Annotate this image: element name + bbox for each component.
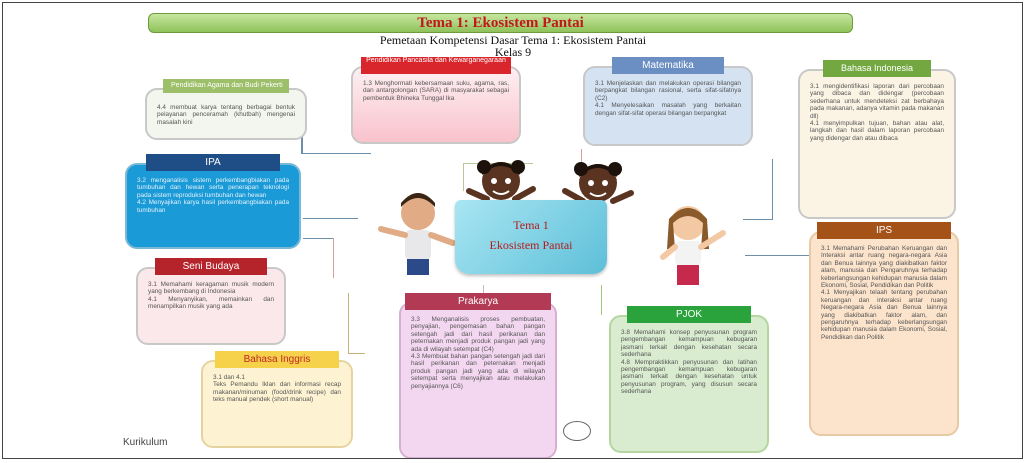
- box-ipa-text: 3.2 menganalisis sistem perkembangbiakan…: [137, 177, 289, 214]
- box-pai-text: 4.4 membuat karya tentang berbagai bentu…: [157, 104, 295, 126]
- box-pai: Pendidikan Agama dan Budi Pekerti 4.4 me…: [145, 79, 307, 140]
- connector-line: [301, 153, 371, 154]
- theme-card: Tema 1 Ekosistem Pantai: [455, 200, 607, 274]
- box-seni-budaya-title: Seni Budaya: [155, 258, 267, 275]
- footer-text: Kurikulum: [123, 437, 168, 448]
- children-illustration-svg: [378, 160, 726, 285]
- box-seni-budaya: Seni Budaya 3.1 Memahami keragaman musik…: [136, 258, 286, 345]
- box-matematika-title: Matematika: [612, 57, 724, 74]
- connector-line: [745, 255, 811, 256]
- connector-line: [348, 353, 365, 354]
- box-matematika: Matematika 3.1 Menjelaskan dan melakukan…: [583, 57, 753, 146]
- box-bahasa-indonesia-text: 3.1 mengidentifikasi laporan dari percob…: [810, 83, 944, 142]
- connector-line: [303, 238, 333, 239]
- box-bahasa-inggris-text: 3.1 dan 4.1 Teks Pemandu Iklan dan infor…: [213, 374, 341, 404]
- box-seni-budaya-text: 3.1 Memahami keragaman musik modern yang…: [148, 281, 274, 311]
- subtitle-line: Pemetaan Kompetensi Dasar Tema 1: Ekosis…: [379, 33, 647, 47]
- decorative-ellipse: [563, 421, 591, 441]
- box-ppkn-text: 1.3 Menghormati kebersamaan suku, agama,…: [363, 80, 509, 102]
- box-bahasa-indonesia-title: Bahasa Indonesia: [823, 60, 931, 77]
- box-prakarya-text: 3.3 Menganalisis proses pembuatan, penya…: [411, 316, 545, 390]
- connector-line: [743, 219, 773, 220]
- connector-line: [463, 163, 464, 191]
- box-ppkn: Pendidikan Pancasila dan Kewarganegaraan…: [351, 57, 521, 144]
- connector-line: [483, 285, 484, 300]
- box-ppkn-title: Pendidikan Pancasila dan Kewarganegaraan: [361, 57, 511, 74]
- page-title: Tema 1: Ekosistem Pantai: [417, 15, 584, 31]
- box-bahasa-inggris-title: Bahasa Inggris: [215, 351, 339, 368]
- box-pjok: PJOK 3.8 Memahami konsep penyusunan prog…: [609, 306, 769, 453]
- connector-line: [772, 159, 773, 219]
- box-ipa-title: IPA: [146, 154, 280, 171]
- box-bahasa-indonesia: Bahasa Indonesia 3.1 mengidentifikasi la…: [798, 60, 956, 219]
- box-bahasa-inggris: Bahasa Inggris 3.1 dan 4.1 Teks Pemandu …: [201, 351, 353, 448]
- box-pjok-title: PJOK: [627, 306, 751, 323]
- box-ips: IPS 3.1 Memahami Perubahan Keruangan dan…: [809, 222, 959, 436]
- box-ips-text: 3.1 Memahami Perubahan Keruangan dan Int…: [821, 245, 947, 341]
- title-banner: Tema 1: Ekosistem Pantai: [148, 13, 853, 33]
- subtitle-class: Kelas 9: [494, 45, 532, 59]
- connector-line: [333, 238, 334, 278]
- connector-line: [601, 285, 602, 315]
- box-prakarya: Prakarya 3.3 Menganalisis proses pembuat…: [399, 293, 557, 458]
- connector-line: [348, 293, 349, 353]
- box-matematika-text: 3.1 Menjelaskan dan melakukan operasi bi…: [595, 80, 741, 117]
- connector-line: [303, 218, 358, 219]
- box-ipa: IPA 3.2 menganalisis sistem perkembangbi…: [125, 154, 301, 249]
- page-subtitle: Pemetaan Kompetensi Dasar Tema 1: Ekosis…: [203, 34, 823, 58]
- box-pai-title: Pendidikan Agama dan Budi Pekerti: [163, 79, 289, 93]
- theme-card-line2: Ekosistem Pantai: [489, 238, 573, 252]
- connector-line: [581, 149, 582, 169]
- box-pjok-text: 3.8 Memahami konsep penyusunan program p…: [621, 329, 757, 396]
- theme-card-line1: Tema 1: [513, 218, 549, 232]
- box-ips-title: IPS: [817, 222, 951, 239]
- children-illustration: [373, 153, 733, 293]
- box-prakarya-title: Prakarya: [405, 293, 551, 310]
